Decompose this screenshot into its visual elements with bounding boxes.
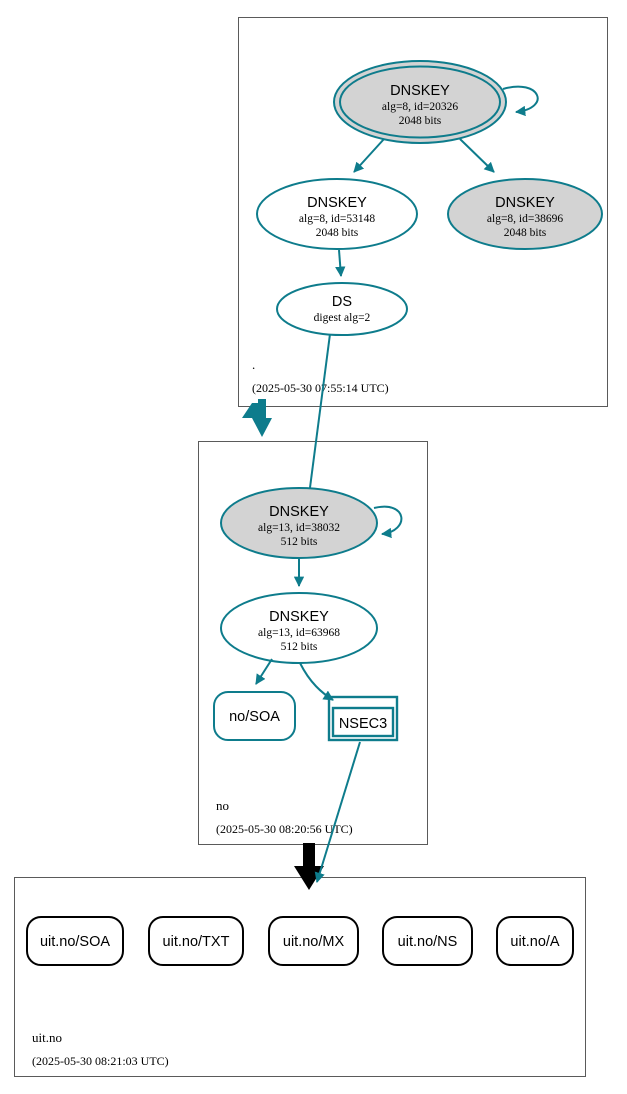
node-uitno-mx-box (268, 916, 359, 966)
zone-box-root (238, 17, 608, 407)
zone-label-no-name: no (216, 798, 229, 813)
node-uitno-txt[interactable]: uit.no/TXT (148, 916, 244, 966)
node-uitno-mx[interactable]: uit.no/MX (268, 916, 359, 966)
node-uitno-a-box (496, 916, 574, 966)
zone-box-uit-no (14, 877, 586, 1077)
node-root-zsk-38696[interactable]: DNSKEY alg=8, id=38696 2048 bits (447, 178, 603, 250)
node-root-ds-title: DS (332, 294, 352, 310)
edge-self-sign-root-ksk (502, 85, 539, 117)
node-root-zsk-38696-ellipse (447, 178, 603, 250)
node-no-zsk-title: DNSKEY (269, 609, 329, 625)
node-uitno-a[interactable]: uit.no/A (496, 916, 574, 966)
node-no-nsec3-label: NSEC3 (339, 716, 387, 732)
node-no-soa-label: no/SOA (229, 709, 280, 725)
node-root-zsk-53148[interactable]: DNSKEY alg=8, id=53148 2048 bits (256, 178, 418, 250)
node-no-zsk-line3: 512 bits (281, 641, 318, 653)
node-uitno-ns-label: uit.no/NS (398, 934, 458, 950)
node-root-zsk-53148-ellipse (256, 178, 418, 250)
node-no-zsk-ellipse (220, 592, 378, 664)
node-root-zsk-53148-title: DNSKEY (307, 195, 367, 211)
node-uitno-txt-box (148, 916, 244, 966)
node-no-ksk[interactable]: DNSKEY alg=13, id=38032 512 bits (220, 487, 378, 559)
node-no-soa[interactable]: no/SOA (213, 691, 296, 741)
node-uitno-txt-label: uit.no/TXT (163, 934, 230, 950)
node-uitno-a-label: uit.no/A (510, 934, 559, 950)
edge-insecure-delegation-no-to-uit-no (294, 843, 324, 890)
node-root-zsk-53148-line3: 2048 bits (316, 227, 359, 239)
node-no-nsec3-inner-box (331, 706, 395, 738)
node-root-ksk-line3: 2048 bits (399, 115, 442, 127)
edge-root-ksk-to-zsk-38696 (459, 138, 495, 173)
edge-root-ds-to-no-ksk (304, 333, 331, 505)
edge-self-sign-no-ksk (373, 505, 403, 539)
node-root-zsk-38696-line3: 2048 bits (504, 227, 547, 239)
node-uitno-soa[interactable]: uit.no/SOA (26, 916, 124, 966)
node-no-ksk-title: DNSKEY (269, 504, 329, 520)
node-no-ksk-ellipse (220, 487, 378, 559)
node-uitno-soa-box (26, 916, 124, 966)
node-root-zsk-38696-line2: alg=8, id=38696 (487, 213, 563, 225)
node-uitno-ns[interactable]: uit.no/NS (382, 916, 473, 966)
edge-delegation-root-to-no (242, 399, 272, 437)
node-root-zsk-53148-line2: alg=8, id=53148 (299, 213, 375, 225)
edge-no-zsk-to-soa (255, 658, 273, 685)
node-root-ksk[interactable]: DNSKEY alg=8, id=20326 2048 bits (333, 60, 507, 144)
edge-root-ksk-to-zsk-53148 (353, 138, 385, 173)
node-root-ksk-inner-ellipse (339, 65, 501, 139)
node-no-ksk-line3: 512 bits (281, 536, 318, 548)
edge-nsec3-to-uit-no (314, 741, 361, 883)
node-no-zsk[interactable]: DNSKEY alg=13, id=63968 512 bits (220, 592, 378, 664)
zone-label-uit-no-name: uit.no (32, 1030, 62, 1045)
edge-no-zsk-to-nsec3 (299, 662, 334, 701)
zone-label-root-name: . (252, 357, 256, 372)
zone-label-root-timestamp: (2025-05-30 07:55:14 UTC) (252, 381, 389, 395)
edge-root-zsk-to-ds (335, 249, 346, 278)
node-root-ds[interactable]: DS digest alg=2 (276, 282, 408, 336)
node-root-ds-line2: digest alg=2 (314, 312, 371, 324)
node-uitno-ns-box (382, 916, 473, 966)
node-no-ksk-line2: alg=13, id=38032 (258, 522, 340, 534)
node-uitno-mx-label: uit.no/MX (283, 934, 345, 950)
zone-label-uit-no-timestamp: (2025-05-30 08:21:03 UTC) (32, 1054, 169, 1068)
zone-label-no-timestamp: (2025-05-30 08:20:56 UTC) (216, 822, 353, 836)
node-no-nsec3[interactable]: NSEC3 (327, 695, 399, 742)
node-uitno-soa-label: uit.no/SOA (40, 934, 110, 950)
node-no-soa-box (213, 691, 296, 741)
node-root-ds-ellipse (276, 282, 408, 336)
node-root-zsk-38696-title: DNSKEY (495, 195, 555, 211)
node-root-ksk-title: DNSKEY (390, 83, 450, 99)
node-no-zsk-line2: alg=13, id=63968 (258, 627, 340, 639)
node-root-ksk-line2: alg=8, id=20326 (382, 101, 458, 113)
